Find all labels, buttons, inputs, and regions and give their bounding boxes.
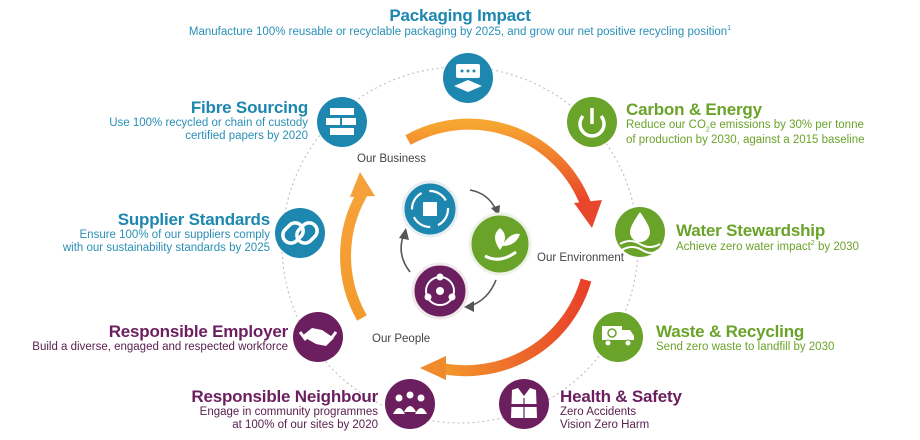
cycle-arrowhead-environment bbox=[574, 200, 602, 228]
water-drop-icon bbox=[615, 207, 665, 257]
cycle-arrow-environment-people bbox=[438, 278, 592, 377]
inner-arrowhead-2 bbox=[464, 301, 474, 312]
fibre-sourcing-title: Fibre Sourcing bbox=[190, 98, 308, 117]
chat-box-icon bbox=[443, 53, 493, 103]
chain-link-icon bbox=[275, 208, 325, 258]
supplier-standards-block: Supplier Standards Ensure 100% of our su… bbox=[30, 210, 270, 255]
safety-vest-icon bbox=[499, 379, 549, 429]
fibre-sourcing-block: Fibre Sourcing Use 100% recycled or chai… bbox=[60, 98, 308, 143]
leaf-hand-icon bbox=[468, 212, 532, 276]
handshake-icon bbox=[293, 312, 343, 362]
cycle-arrowhead-people bbox=[420, 356, 446, 380]
label-our-business: Our Business bbox=[357, 153, 427, 165]
power-icon bbox=[567, 97, 617, 147]
label-our-environment: Our Environment bbox=[537, 252, 624, 264]
truck-icon bbox=[593, 312, 643, 362]
responsible-employer-block: Responsible Employer Build a diverse, en… bbox=[6, 322, 288, 354]
carbon-energy-block: Carbon & Energy Reduce our CO2e emission… bbox=[626, 100, 916, 147]
packaging-impact-desc: Manufacture 100% reusable or recyclable … bbox=[188, 25, 732, 38]
responsible-employer-title: Responsible Employer bbox=[108, 322, 288, 341]
cycle-arrow-people-business bbox=[340, 191, 367, 321]
recycle-box-icon bbox=[401, 180, 459, 238]
community-icon bbox=[385, 379, 435, 429]
inner-arrow-1 bbox=[469, 189, 497, 211]
cycle-arrow-business-environment bbox=[405, 118, 592, 207]
carbon-energy-title: Carbon & Energy bbox=[626, 100, 762, 119]
health-safety-title: Health & Safety bbox=[560, 387, 682, 406]
supplier-standards-title: Supplier Standards bbox=[117, 210, 270, 229]
people-circle-icon bbox=[411, 262, 469, 320]
responsible-neighbour-title: Responsible Neighbour bbox=[191, 387, 378, 406]
health-safety-block: Health & Safety Zero Accidents Vision Ze… bbox=[560, 387, 780, 432]
packaging-impact-title: Packaging Impact bbox=[389, 6, 531, 25]
paper-stack-icon bbox=[317, 97, 367, 147]
label-our-people: Our People bbox=[372, 333, 431, 345]
inner-arrowhead-3 bbox=[399, 228, 409, 240]
responsible-neighbour-block: Responsible Neighbour Engage in communit… bbox=[150, 387, 378, 432]
cycle-arrowhead-business bbox=[350, 172, 375, 197]
waste-recycling-title: Waste & Recycling bbox=[656, 322, 805, 341]
packaging-impact-block: Packaging Impact Manufacture 100% reusab… bbox=[140, 6, 780, 39]
waste-recycling-block: Waste & Recycling Send zero waste to lan… bbox=[656, 322, 896, 354]
water-stewardship-block: Water Stewardship Achieve zero water imp… bbox=[676, 221, 916, 254]
water-stewardship-title: Water Stewardship bbox=[676, 221, 826, 240]
